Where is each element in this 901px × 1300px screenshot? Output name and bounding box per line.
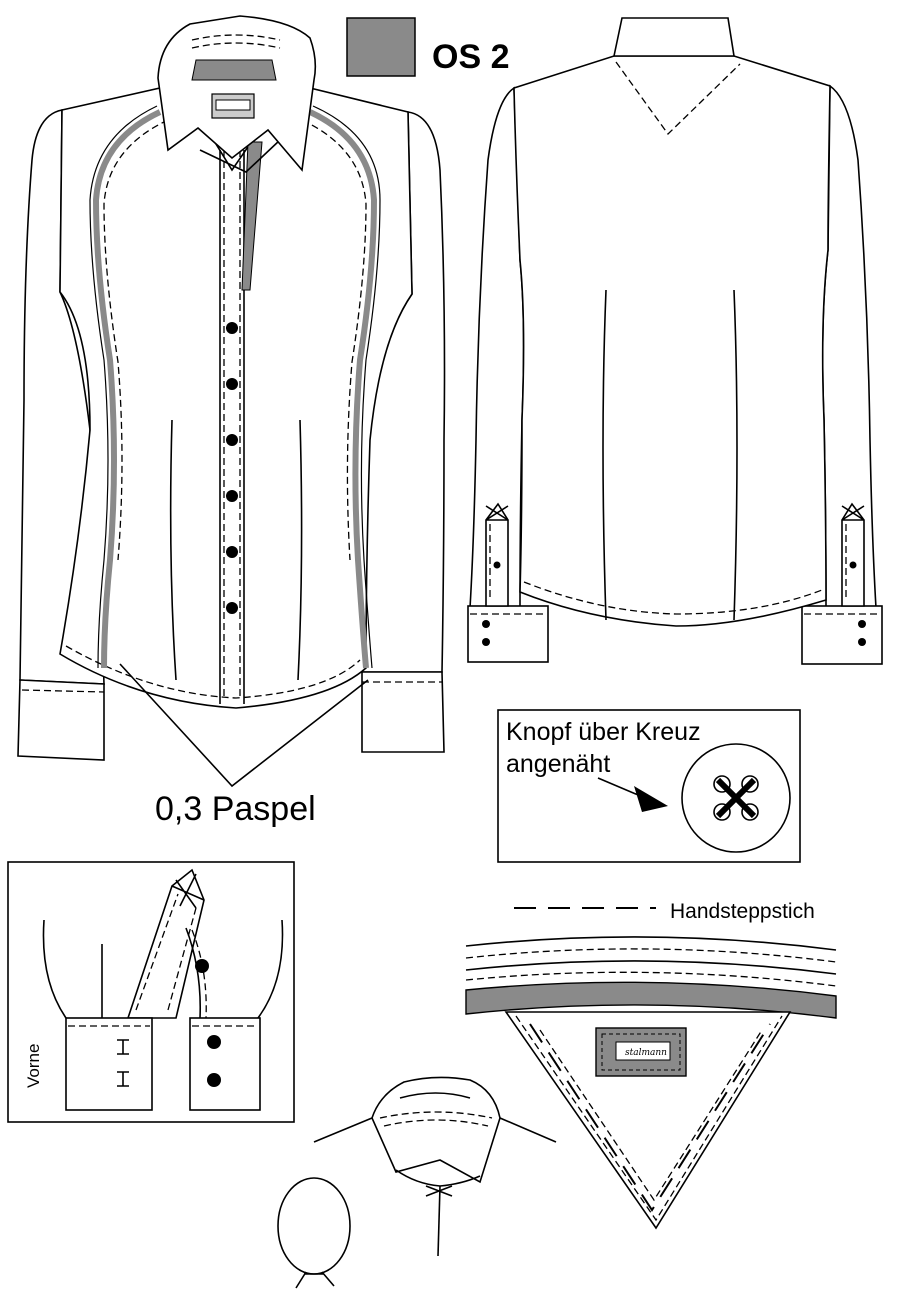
paspel-label: 0,3 Paspel: [155, 790, 316, 828]
piping-callout-lines: [119, 663, 369, 788]
front-body: [59, 87, 413, 709]
legend: OS 2: [346, 17, 509, 77]
back-left-cuff: [467, 605, 549, 663]
back-body: [513, 55, 831, 627]
brand-label-text: stalmann: [625, 1048, 667, 1058]
shirt-back-view: [467, 17, 883, 665]
legend-code: OS 2: [432, 38, 509, 76]
button-detail-box: Knopf über Kreuz angenäht: [497, 709, 801, 863]
knopf-label-line1: Knopf über Kreuz: [506, 718, 701, 746]
stitch-legend: Handsteppstich: [514, 900, 815, 923]
front-buttons: [226, 322, 238, 614]
back-right-cuff: [801, 605, 883, 665]
front-left-cuff: [17, 679, 105, 761]
cuff-detail-box: Vorne: [7, 861, 295, 1123]
front-right-cuff: [361, 671, 445, 753]
yoke-label-detail: stalmann: [465, 936, 837, 1230]
knopf-label-line2: angenäht: [506, 750, 610, 778]
legend-swatch: [346, 17, 416, 77]
vorne-label: Vorne: [24, 1044, 43, 1088]
shirt-front-view: [17, 15, 446, 788]
handsteppstich-label: Handsteppstich: [670, 900, 815, 923]
front-collar: [157, 15, 317, 172]
collar-tie-detail: [277, 1076, 557, 1289]
